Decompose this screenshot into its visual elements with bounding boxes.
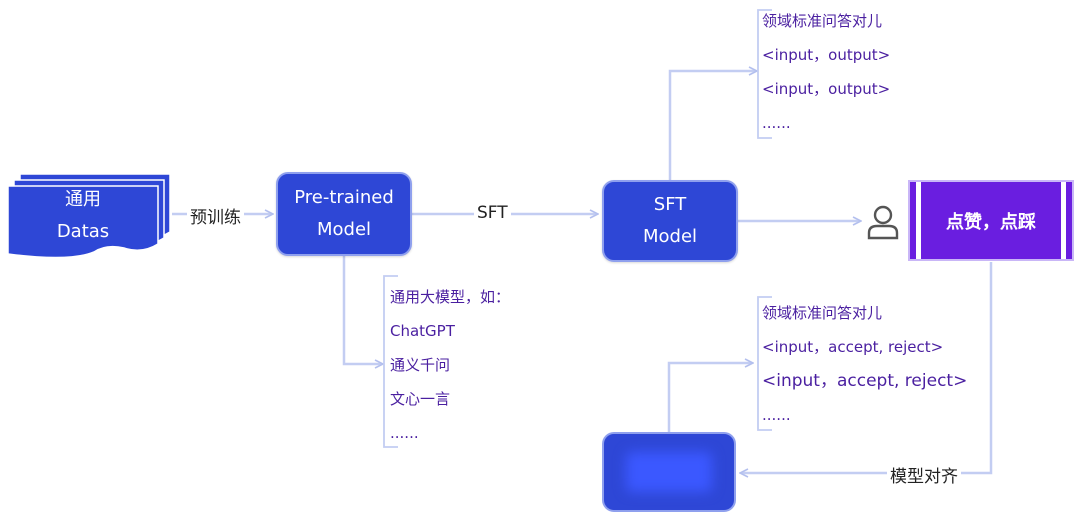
user-icon	[867, 205, 899, 240]
list-item: 领域标准问答对儿	[762, 304, 883, 322]
list-item: <input，accept, reject>	[762, 371, 968, 391]
general-data-doc-icon	[7, 174, 171, 259]
list-item: <input，output>	[762, 46, 891, 64]
pretrain-label: 预训练	[187, 203, 244, 228]
general-data-line1: 通用	[65, 189, 101, 210]
pretrained-model-line1: Pre-trained	[294, 187, 394, 208]
general-data-text: 通用 Datas	[8, 184, 158, 248]
pretrained-to-models-arrow	[342, 256, 382, 364]
general-models-list: 通用大模型，如： ChatGPT 通义千问 文心一言 ......	[390, 280, 510, 450]
list-item: ......	[390, 424, 419, 442]
sft-data-bracket	[757, 9, 772, 139]
list-item: 文心一言	[390, 390, 451, 408]
list-item: <input，output>	[762, 80, 891, 98]
sft-model-node[interactable]: SFT Model	[602, 180, 738, 262]
alignment-arrow	[741, 262, 993, 473]
alignment-label: 模型对齐	[887, 462, 961, 487]
feedback-data-bracket	[757, 296, 772, 431]
aligned-model-node[interactable]	[602, 432, 736, 512]
general-data-line2: Datas	[56, 221, 110, 242]
list-item: ChatGPT	[390, 322, 455, 340]
list-item: 领域标准问答对儿	[762, 12, 883, 30]
general-models-bracket	[383, 275, 398, 448]
feedback-label: 点赞，点踩	[946, 211, 1036, 233]
sft-label: SFT	[474, 203, 511, 223]
sft-model-line2: Model	[642, 226, 698, 247]
pretrained-model-node[interactable]: Pre-trained Model	[276, 172, 412, 256]
list-item: 通义千问	[390, 356, 451, 374]
feedback-node[interactable]: 点赞，点踩	[908, 180, 1074, 261]
sft-model-line1: SFT	[653, 194, 687, 215]
list-item: ......	[762, 114, 791, 132]
list-item: <input，accept, reject>	[762, 338, 944, 356]
feedback-to-data-arrow	[667, 363, 752, 432]
pretrained-model-line2: Model	[316, 219, 372, 240]
feedback-data-list: 领域标准问答对儿 <input，accept, reject> <input，a…	[762, 296, 967, 432]
list-item: 通用大模型，如：	[390, 288, 511, 306]
sft-data-list: 领域标准问答对儿 <input，output> <input，output> .…	[762, 4, 890, 140]
sft-to-data-arrow	[668, 71, 756, 180]
list-item: ......	[762, 406, 791, 424]
